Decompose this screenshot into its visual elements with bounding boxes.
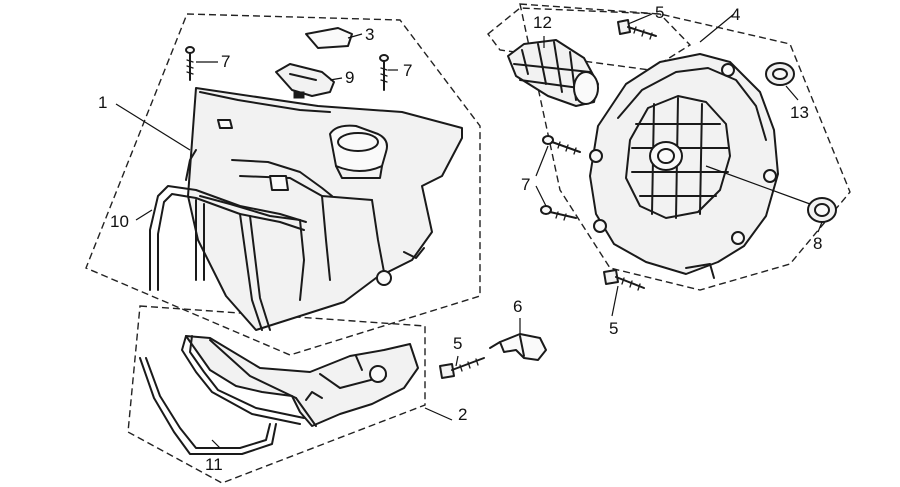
callout-5-top: 5 (655, 3, 664, 22)
callout-1: 1 (98, 93, 107, 112)
fan-cover (589, 53, 779, 279)
callout-7-right: 7 (521, 175, 530, 194)
callout-4: 4 (731, 5, 740, 24)
air-intake-duct (507, 39, 599, 107)
group-boundary-fan-cover (519, 3, 851, 291)
grommet-lower (807, 197, 837, 223)
callout-7-upper-right: 7 (403, 61, 412, 80)
screw-right-upper (542, 135, 581, 155)
lower-seal-strip (139, 335, 305, 455)
screw-upper-left (185, 46, 195, 81)
group-boundary-upper-shroud (85, 13, 481, 356)
pipe-clip (489, 333, 547, 361)
shroud-seal-strip (149, 149, 307, 331)
callout-8: 8 (813, 234, 822, 253)
callout-9: 9 (345, 68, 354, 87)
lower-engine-shroud (185, 335, 419, 427)
grommet-upper (765, 62, 795, 86)
callout-10: 10 (110, 212, 129, 231)
bolt-top (617, 19, 657, 40)
screw-upper-right (379, 54, 389, 91)
leader-lines (115, 13, 823, 449)
bolt-right-bottom (603, 269, 645, 291)
group-boundary-lower-shroud (127, 305, 426, 484)
callout-11: 11 (205, 455, 223, 474)
callout-13: 13 (790, 103, 809, 122)
bolt-lower-middle (439, 357, 485, 379)
gasket-pad (305, 27, 353, 49)
callout-5-lower-middle: 5 (453, 334, 462, 353)
group-boundary-fan-duct (487, 7, 692, 71)
screw-right-lower (540, 205, 577, 221)
callout-5-right-bottom: 5 (609, 319, 618, 338)
callout-2: 2 (458, 405, 467, 424)
callout-6: 6 (513, 297, 522, 316)
callout-3: 3 (365, 25, 374, 44)
callout-12: 12 (533, 13, 552, 32)
callout-7-upper-left: 7 (221, 52, 230, 71)
clamp-bracket (275, 63, 335, 99)
